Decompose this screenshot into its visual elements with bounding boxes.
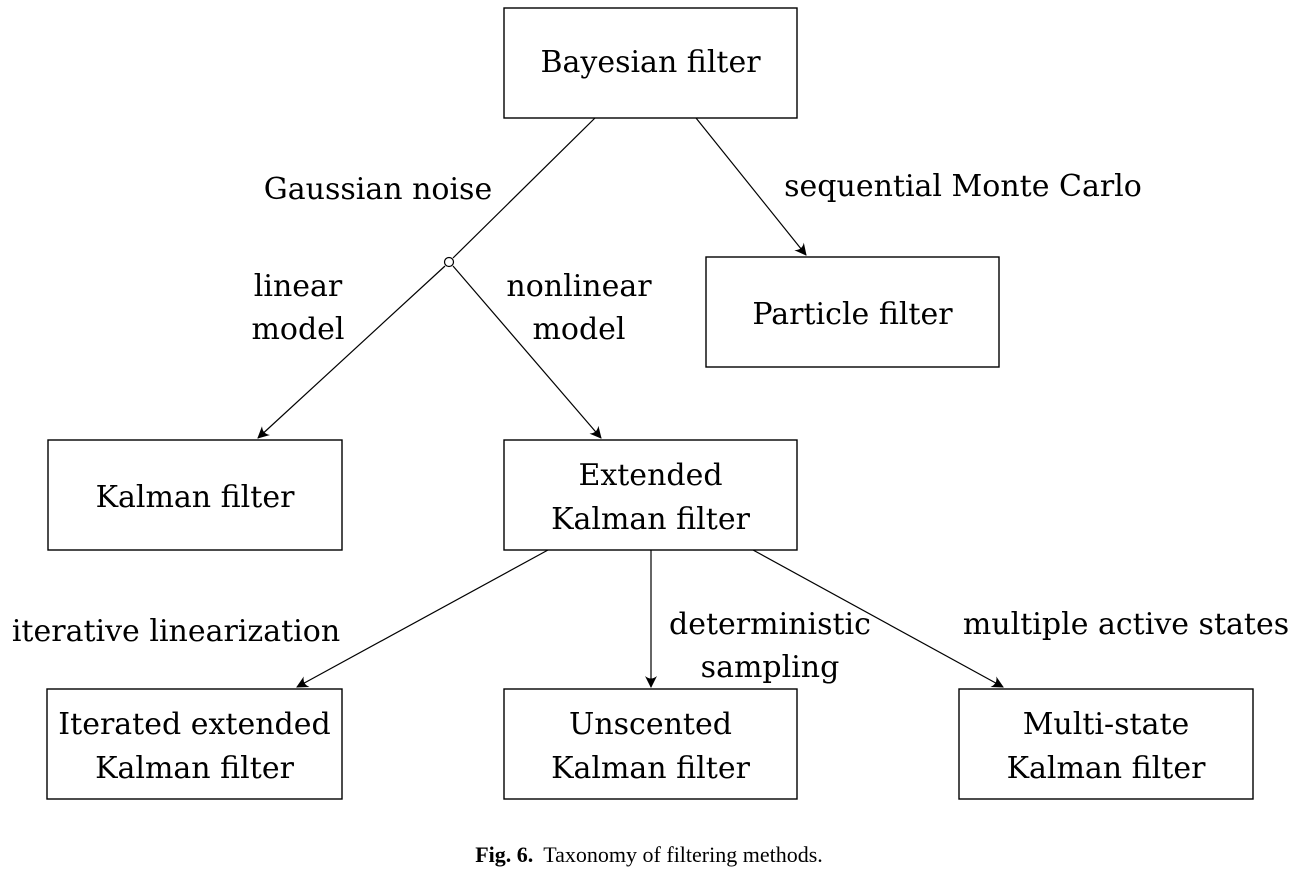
svg-text:Unscented: Unscented [569, 707, 732, 742]
svg-text:Kalman filter: Kalman filter [95, 751, 294, 786]
node-label-line1: Multi-state [1023, 707, 1190, 742]
edge-label-iterative-linearization: iterative linearization [12, 614, 340, 649]
edge-extended-to-multistate [752, 549, 1004, 688]
svg-text:Kalman filter: Kalman filter [551, 502, 750, 537]
svg-text:Kalman filter: Kalman filter [96, 480, 295, 515]
edge-label-linear-model-line2: model [251, 312, 344, 347]
node-label: Particle filter [752, 297, 953, 332]
svg-text:Iterated extended: Iterated extended [58, 707, 330, 742]
edge-label-linear-model-line1: linear [254, 269, 343, 304]
svg-text:Kalman filter: Kalman filter [1007, 751, 1206, 786]
figure-label: Fig. 6. [475, 842, 534, 867]
svg-text:Kalman filter: Kalman filter [551, 751, 750, 786]
node-kalman-filter: Kalman filter [47, 439, 343, 551]
edge-label-deterministic-sampling-line1: deterministic [669, 607, 871, 642]
node-label: Bayesian filter [540, 45, 761, 80]
node-label-line2: Kalman filter [551, 502, 750, 537]
edge-label-sequential-monte-carlo: sequential Monte Carlo [784, 169, 1142, 204]
edge-bayesian-to-split [452, 117, 596, 259]
node-label-line2: Kalman filter [1007, 751, 1206, 786]
node-iterated-extended-kalman-filter: Iterated extended Kalman filter [46, 688, 343, 800]
node-multi-state-kalman-filter: Multi-state Kalman filter [958, 688, 1254, 800]
edge-label-gaussian-noise: Gaussian noise [264, 172, 492, 207]
node-label-line1: Unscented [569, 707, 732, 742]
edge-bayesian-to-particle [695, 117, 807, 256]
svg-text:Particle filter: Particle filter [752, 297, 953, 332]
caption-text: Taxonomy of filtering methods. [543, 842, 823, 867]
node-unscented-kalman-filter: Unscented Kalman filter [503, 688, 798, 800]
edge-label-nonlinear-model-line1: nonlinear [506, 269, 652, 304]
node-extended-kalman-filter: Extended Kalman filter [503, 439, 798, 551]
node-label-line2: Kalman filter [95, 751, 294, 786]
svg-text:Multi-state: Multi-state [1023, 707, 1190, 742]
node-label-line2: Kalman filter [551, 751, 750, 786]
edge-label-nonlinear-model-line2: model [532, 312, 625, 347]
svg-text:Extended: Extended [578, 458, 722, 493]
figure-caption: Fig. 6. Taxonomy of filtering methods. [0, 842, 1298, 868]
node-label-line1: Extended [578, 458, 722, 493]
edge-extended-to-iterated [296, 549, 549, 688]
edge-label-multiple-active-states: multiple active states [963, 607, 1289, 642]
node-label-line1: Iterated extended [58, 707, 330, 742]
node-particle-filter: Particle filter [705, 256, 1000, 368]
svg-text:Bayesian filter: Bayesian filter [540, 45, 761, 80]
node-label: Kalman filter [96, 480, 295, 515]
node-bayesian-filter: Bayesian filter [503, 7, 798, 119]
edge-split-to-kalman [257, 265, 446, 439]
branch-node-icon [443, 256, 455, 268]
edge-split-to-extended [452, 265, 602, 439]
edge-label-deterministic-sampling-line2: sampling [701, 650, 840, 685]
